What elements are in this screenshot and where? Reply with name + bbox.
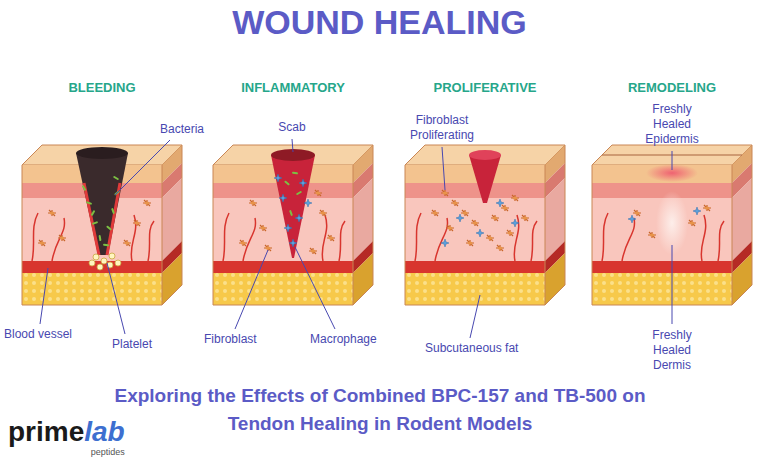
callout-label: Fibroblast Proliferating [397, 113, 487, 143]
callout-label: Platelet [112, 337, 172, 352]
callout-label: Macrophage [310, 332, 390, 347]
callout-label: Scab [272, 120, 312, 135]
logo-word: lab [84, 416, 124, 448]
callout-label: Fibroblast [204, 332, 274, 347]
stage-label: INFLAMMATORY [203, 80, 383, 96]
stage-label: REMODELING [582, 80, 759, 96]
callout-label: Freshly Healed Dermis [637, 328, 707, 373]
logo-word: prime [8, 416, 84, 448]
callout-label: Freshly Healed Epidermis [637, 102, 707, 147]
diagram-caption: Exploring the Effects of Combined BPC-15… [110, 382, 650, 438]
diagram-title: WOUND HEALING [0, 2, 759, 42]
inflammatory-panel [213, 145, 373, 305]
logo-tagline: peptides [91, 447, 125, 458]
leader-lines [40, 139, 672, 338]
stage-label: PROLIFERATIVE [395, 80, 575, 96]
stage-label: BLEEDING [12, 80, 192, 96]
proliferative-panel [405, 145, 565, 305]
callout-label: Subcutaneous fat [425, 341, 545, 356]
callout-label: Bacteria [160, 122, 230, 137]
callout-label: Blood vessel [4, 327, 94, 342]
